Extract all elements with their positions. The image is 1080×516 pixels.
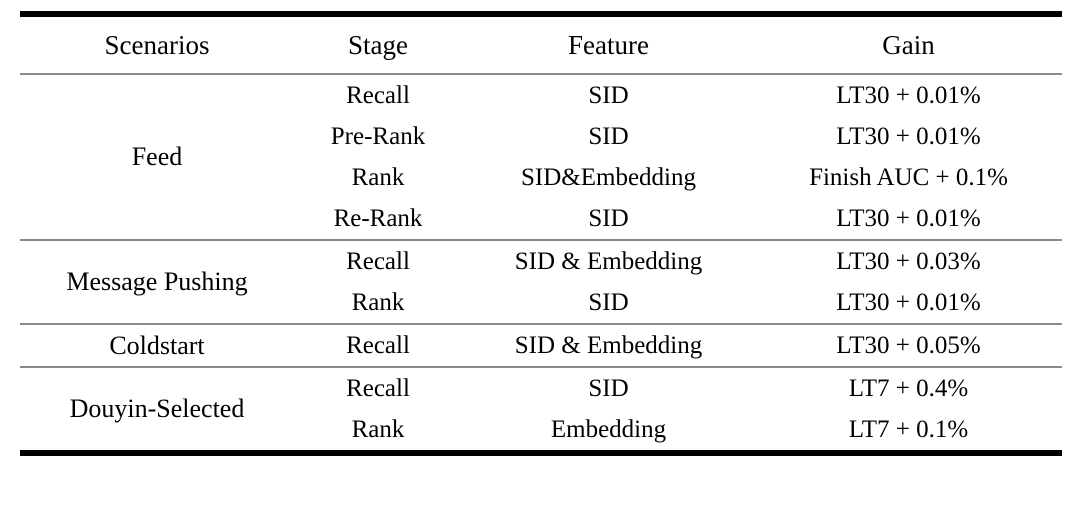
rule-line: [20, 450, 1062, 459]
stage-cell: Rank: [351, 289, 405, 316]
feature-cell: SID: [588, 123, 629, 150]
table-row: Rank SID&Embedding Finish AUC + 0.1%: [20, 157, 1062, 198]
feature-cell: SID & Embedding: [514, 248, 703, 275]
gain-cell: LT30 + 0.01%: [836, 289, 981, 316]
table-row: Pre-Rank SID LT30 + 0.01%: [20, 116, 1062, 157]
gain-cell: LT7 + 0.4%: [848, 375, 969, 402]
stage-cell: Recall: [346, 82, 410, 109]
table-header-row: Scenarios Stage Feature Gain: [20, 17, 1062, 74]
scenario-cell: Coldstart: [109, 330, 205, 360]
scenario-cell: Message Pushing: [66, 267, 248, 296]
feature-cell: SID: [588, 82, 629, 109]
stage-cell: Re-Rank: [333, 205, 423, 232]
feature-cell: SID & Embedding: [514, 332, 703, 359]
gain-cell: LT30 + 0.01%: [836, 205, 981, 232]
table-row: Rank Embedding LT7 + 0.1%: [20, 409, 1062, 453]
table-row: Douyin-Selected Recall SID LT7 + 0.4%: [20, 368, 1062, 422]
stage-cell: Rank: [351, 164, 405, 191]
gain-cell: LT30 + 0.05%: [836, 332, 981, 359]
table-row: Message Pushing Recall SID & Embedding LT30…: [20, 241, 1062, 295]
feature-cell: SID: [588, 205, 629, 232]
feature-cell: SID&Embedding: [521, 164, 696, 191]
stage-cell: Recall: [346, 248, 410, 275]
scenario-cell: Douyin-Selected: [69, 394, 245, 423]
gain-cell: LT30 + 0.01%: [836, 123, 981, 150]
column-header-scenarios: Scenarios: [104, 29, 210, 60]
stage-cell: Pre-Rank: [330, 123, 426, 150]
feature-cell: Embedding: [550, 416, 667, 443]
scenario-cell: Feed: [131, 142, 183, 171]
table-row: Re-Rank SID LT30 + 0.01%: [20, 198, 1062, 240]
column-header-gain: Gain: [882, 29, 935, 60]
gain-cell: LT7 + 0.1%: [848, 416, 969, 443]
stage-cell: Rank: [351, 416, 405, 443]
column-header-feature: Feature: [568, 29, 649, 60]
column-header-stage: Stage: [348, 29, 408, 60]
table-row: Rank SID LT30 + 0.01%: [20, 282, 1062, 324]
feature-cell: SID: [588, 289, 629, 316]
gain-cell: LT30 + 0.01%: [836, 82, 981, 109]
table-bottom-rule: [20, 450, 1062, 459]
gain-cell: LT30 + 0.03%: [836, 248, 981, 275]
gain-cell: Finish AUC + 0.1%: [809, 164, 1008, 191]
table-row: Coldstart Recall SID & Embedding LT30 + 0.0…: [20, 325, 1062, 367]
feature-cell: SID: [588, 375, 629, 402]
stage-cell: Recall: [346, 375, 410, 402]
stage-cell: Recall: [346, 332, 410, 359]
